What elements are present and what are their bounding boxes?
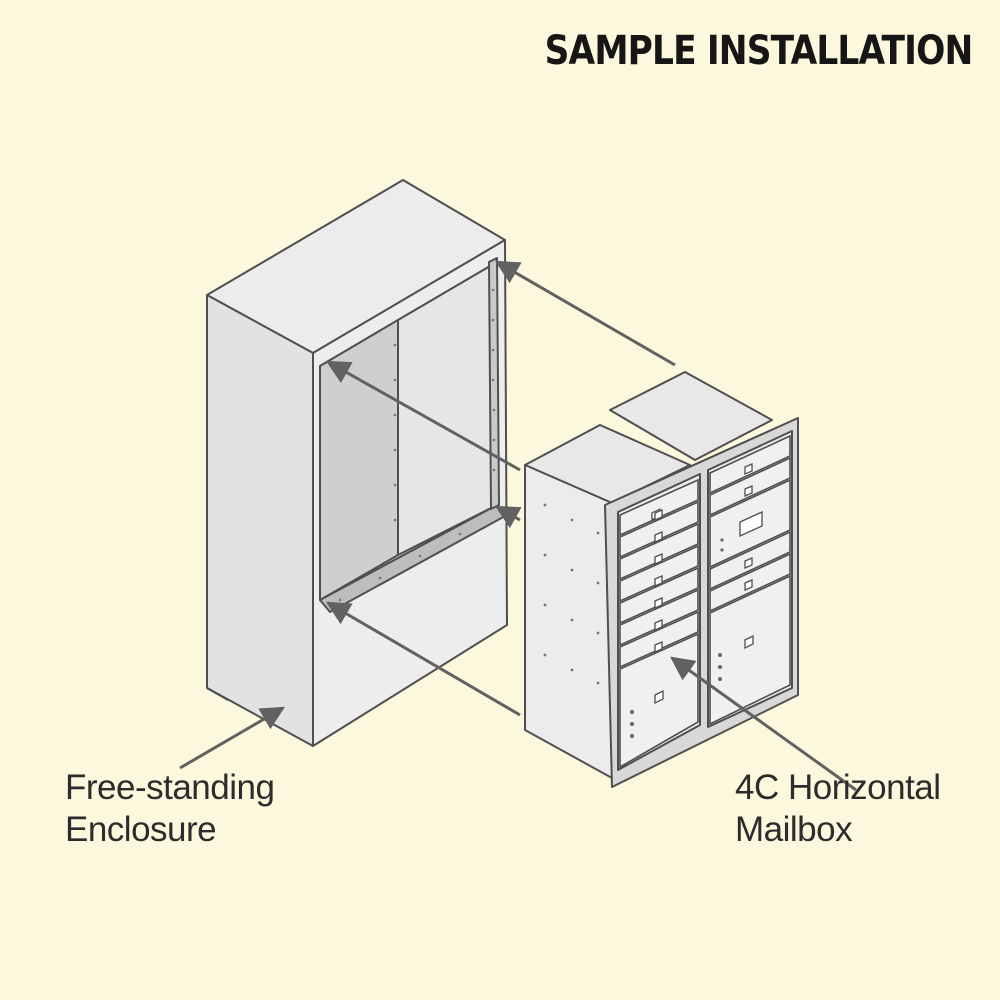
arrow-top (494, 260, 676, 367)
enclosure-label-line2: Enclosure (65, 810, 217, 849)
enclosure-label-line1: Free-standing (65, 768, 275, 807)
arrow-upper-left (325, 360, 521, 472)
assembly-arrows (179, 260, 857, 792)
mailbox-label-line2: Mailbox (735, 810, 853, 849)
arrow-mailbox-label (670, 656, 857, 792)
mailbox-side (524, 464, 613, 779)
mailbox-top-right (609, 371, 773, 461)
arrow-shelf (494, 505, 522, 529)
arrow-enclosure-label (179, 706, 286, 770)
right-compartment-doors (709, 434, 791, 726)
enclosure-flange-holes (338, 288, 496, 602)
diagram-title: SAMPLE INSTALLATION (544, 28, 973, 74)
mailbox-label: 4C Horizontal Mailbox (735, 767, 941, 851)
enclosure-label: Free-standing Enclosure (65, 767, 275, 851)
arrow-lower-left (325, 601, 521, 717)
mailbox-label-line1: 4C Horizontal (735, 768, 941, 807)
left-compartment-doors (619, 478, 699, 769)
free-standing-enclosure (206, 179, 508, 747)
enclosure-side (206, 294, 314, 747)
mailbox-side-holes (543, 503, 600, 685)
